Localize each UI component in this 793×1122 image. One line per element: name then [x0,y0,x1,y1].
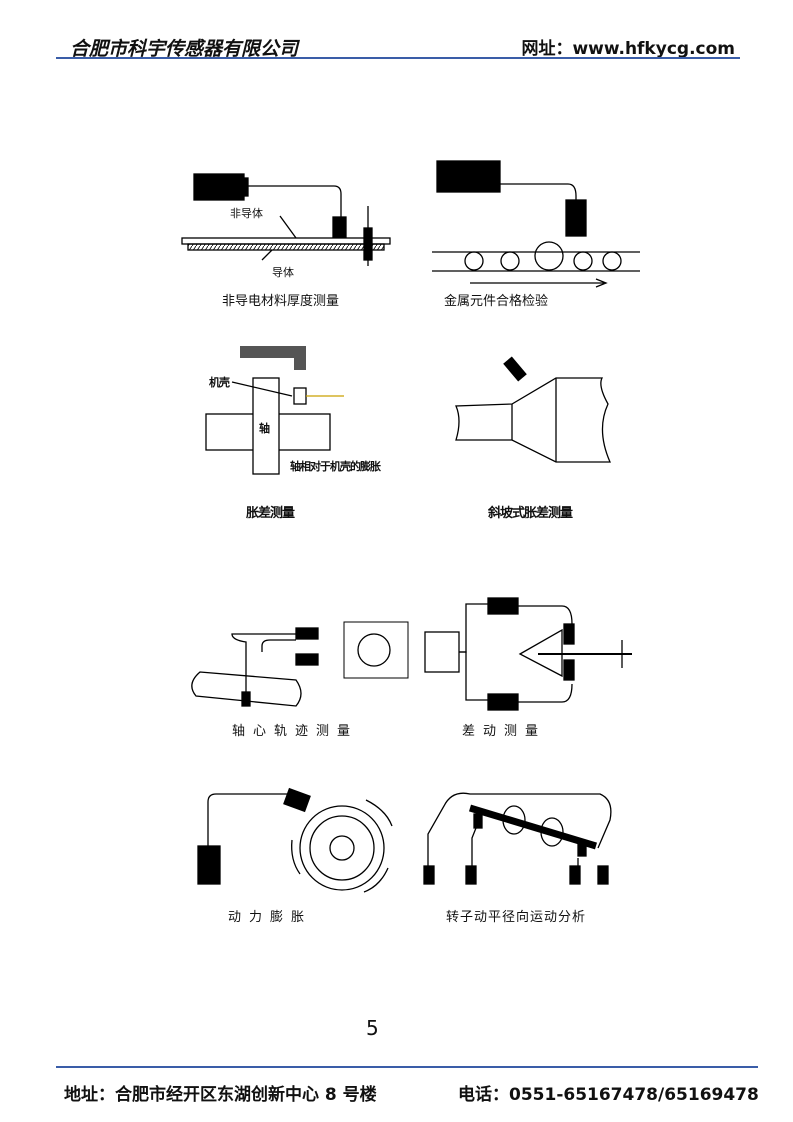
orbit-diagram [191,621,409,707]
caption-rotor: 转子动平径向运动分析 [446,910,587,925]
footer-address: 地址：合肥市经开区东湖创新中心 8 号楼 [64,1085,377,1105]
dynamic-expansion-diagram [197,787,393,893]
page-number: 5 [366,1016,379,1040]
label-shaft: 轴 [259,422,270,435]
thickness-diagram [181,173,391,266]
differential-diagram [424,597,632,711]
label-relative-expansion: 轴相对于机壳的膨胀 [290,460,381,473]
parts-inspection-diagram [432,160,640,288]
caption-inspection: 金属元件合格检验 [444,294,549,309]
label-housing: 机壳 [209,376,230,389]
caption-expansion: 胀差测量 [246,506,295,521]
caption-orbit: 轴心轨迹测量 [232,724,359,739]
footer-divider [56,1066,758,1068]
caption-differential: 差动测量 [462,724,547,739]
rotor-diagram [423,792,612,885]
expansion-diagram [205,346,344,475]
label-non-conductor: 非导体 [230,207,263,220]
footer-phone: 电话：0551-65167478/65169478 [458,1085,759,1105]
caption-ramp-expansion: 斜坡式胀差测量 [488,506,573,521]
company-name: 合肥市科宇传感器有限公司 [70,38,299,60]
website-url[interactable]: 网址：www.hfkycg.com [521,39,735,59]
label-conductor: 导体 [272,266,294,279]
ramp-expansion-diagram [455,356,611,463]
caption-dynamic-expansion: 动力膨胀 [228,910,313,925]
header-divider [56,57,740,59]
caption-thickness: 非导电材料厚度测量 [222,294,340,309]
